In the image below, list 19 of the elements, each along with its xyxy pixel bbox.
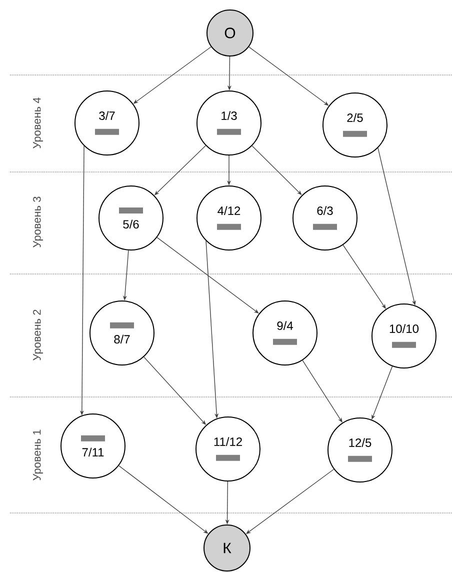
arrow (342, 244, 386, 309)
circle-node: К (204, 524, 250, 572)
level-label: Уровень 1 (33, 430, 43, 480)
circle-node: 12/5 (328, 418, 392, 482)
level-label: Уровень 4 (33, 98, 43, 148)
circle-node: 6/3 (292, 186, 358, 250)
circle-node: 9/4 (252, 300, 318, 366)
circle-node: 10/10 (372, 304, 436, 368)
circle-node: 4/12 (196, 186, 262, 250)
circle-node: 5/6 (98, 186, 164, 250)
circle-node: 8/7 (90, 300, 154, 366)
circle-node: 7/11 (60, 414, 126, 478)
circle-node: 11/12 (196, 416, 260, 482)
circle-node: 1/3 (196, 90, 262, 156)
circle-node: О (206, 10, 254, 56)
circle-node: 3/7 (74, 90, 140, 156)
level-label: Уровень 2 (33, 310, 43, 360)
level-label: Уровень 3 (33, 196, 43, 248)
circle-node: 2/5 (322, 92, 388, 158)
